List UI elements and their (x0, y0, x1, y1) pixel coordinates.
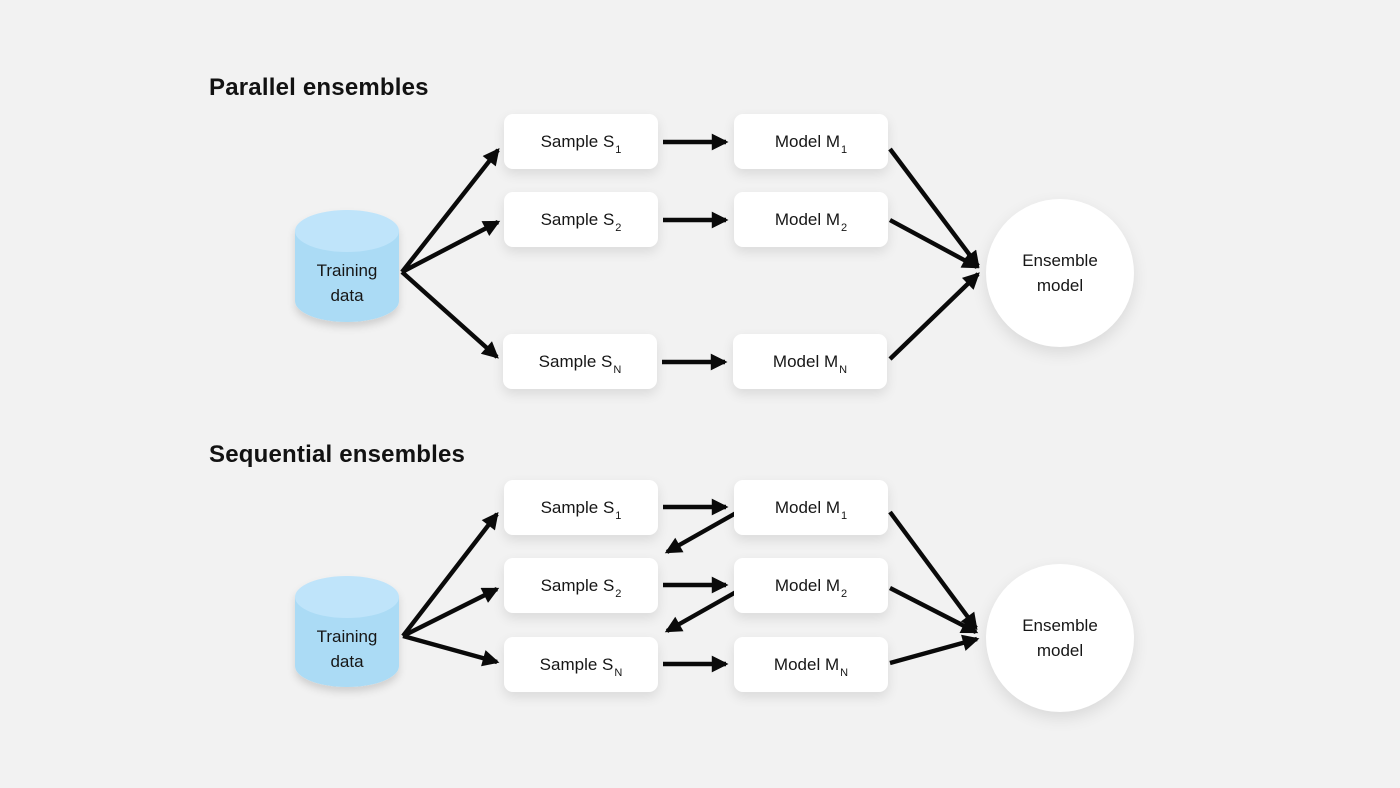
parallel-modelN-label: Model M (772, 352, 839, 371)
sequential-model1-label: Model M (774, 498, 841, 517)
sequential-model1-box: Model M1 (734, 480, 888, 535)
parallel-model2-subscript: 2 (841, 222, 848, 234)
parallel-sample2-label: Sample S (540, 210, 615, 229)
parallel-sampleN-label: Sample S (538, 352, 613, 371)
sequential-model2-label: Model M (774, 576, 841, 595)
parallel-arrow-training-to-sample2 (400, 220, 501, 274)
parallel-arrow-model1-to-ensemble (888, 147, 980, 269)
sequential-ensemble-line2: model (1036, 641, 1084, 660)
sequential-sample2-subscript: 2 (615, 588, 622, 600)
parallel-arrow-training-to-sampleN (400, 270, 499, 359)
parallel-model1-label: Model M (774, 132, 841, 151)
parallel-model1-subscript: 1 (841, 144, 848, 156)
parallel-model1-box: Model M1 (734, 114, 888, 169)
parallel-modelN-subscript: N (839, 364, 848, 376)
parallel-arrow-training-to-sample1 (400, 148, 500, 274)
parallel-sample2-subscript: 2 (615, 222, 622, 234)
sequential-model2-box: Model M2 (734, 558, 888, 613)
sequential-arrow-modelN-to-ensemble (889, 634, 980, 666)
sequential-section-title: Sequential ensembles (209, 441, 466, 468)
sequential-sampleN-box: Sample SN (504, 637, 658, 692)
sequential-arrow-model2-to-sampleN (664, 590, 738, 633)
sequential-sample1-subscript: 1 (615, 510, 622, 522)
sequential-arrow-model1-to-sample2 (664, 511, 738, 554)
sequential-sample2-box: Sample S2 (504, 558, 658, 613)
sequential-sample2-label: Sample S (540, 576, 615, 595)
sequential-sample1-label: Sample S (540, 498, 615, 517)
parallel-sampleN-box: Sample SN (503, 334, 657, 389)
sequential-arrow-training-to-sample2 (402, 587, 500, 638)
parallel-training-data-label: Training data (295, 258, 399, 308)
sequential-arrow-training-to-sampleN (402, 633, 500, 667)
parallel-sampleN-subscript: N (613, 364, 622, 376)
sequential-modelN-label: Model M (773, 655, 840, 674)
parallel-arrow-model2-to-ensemble (888, 218, 980, 269)
parallel-modelN-box: Model MN (733, 334, 887, 389)
sequential-arrow-model2-to-ensemble (888, 586, 979, 634)
sequential-modelN-box: Model MN (734, 637, 888, 692)
sequential-model1-subscript: 1 (841, 510, 848, 522)
sequential-modelN-subscript: N (840, 667, 849, 679)
sequential-training-data-line2: data (330, 652, 364, 671)
sequential-arrow-model1-to-ensemble (888, 510, 978, 631)
parallel-sample2-box: Sample S2 (504, 192, 658, 247)
sequential-sampleN-subscript: N (614, 667, 623, 679)
sequential-sampleN-label: Sample S (539, 655, 614, 674)
parallel-training-data-line1: Training (316, 261, 378, 280)
parallel-sample1-label: Sample S (540, 132, 615, 151)
sequential-arrow-training-to-sample1 (401, 512, 499, 638)
parallel-ensemble-line1: Ensemble (1022, 251, 1098, 270)
parallel-sample1-box: Sample S1 (504, 114, 658, 169)
parallel-ensemble-model-circle: Ensemble model (986, 199, 1134, 347)
parallel-section-title: Parallel ensembles (209, 74, 429, 101)
sequential-training-data-line1: Training (316, 627, 378, 646)
sequential-sample1-box: Sample S1 (504, 480, 658, 535)
parallel-model2-box: Model M2 (734, 192, 888, 247)
parallel-model2-label: Model M (774, 210, 841, 229)
sequential-training-data-cylinder-icon (295, 576, 399, 687)
parallel-sample1-subscript: 1 (615, 144, 622, 156)
parallel-training-data-cylinder-icon (295, 210, 399, 322)
sequential-training-data-label: Training data (295, 624, 399, 674)
sequential-ensemble-model-circle: Ensemble model (986, 564, 1134, 712)
sequential-model2-subscript: 2 (841, 588, 848, 600)
parallel-training-data-line2: data (330, 286, 364, 305)
parallel-ensemble-line2: model (1036, 276, 1084, 295)
sequential-ensemble-line1: Ensemble (1022, 616, 1098, 635)
parallel-arrow-modelN-to-ensemble (888, 272, 980, 361)
